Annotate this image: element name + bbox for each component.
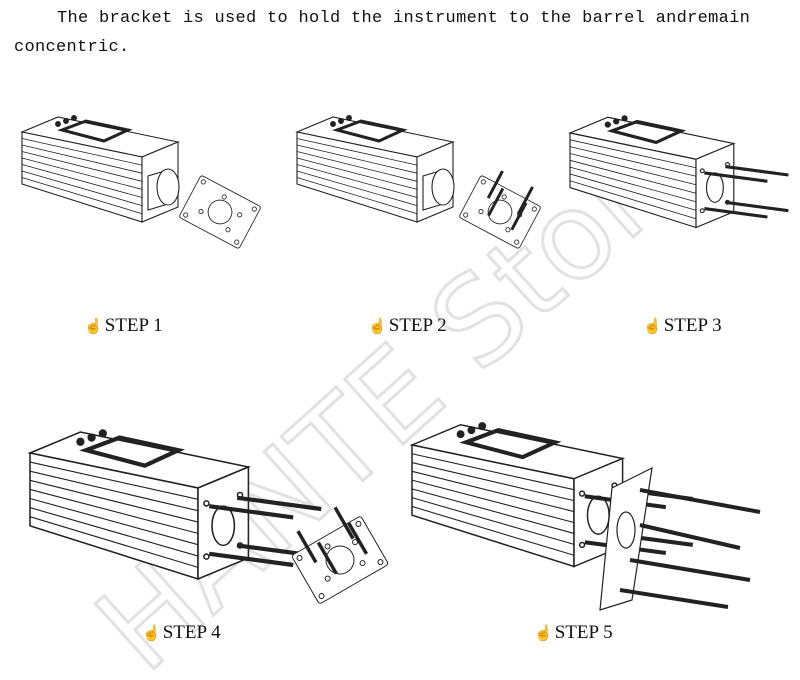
bracket-step-1 <box>179 175 261 249</box>
button-dot <box>467 426 476 435</box>
step-2-label: ☝STEP 2 <box>368 315 447 337</box>
bracket-step-4 <box>291 506 389 604</box>
rod <box>639 488 761 514</box>
rod <box>725 200 789 213</box>
button-dot <box>330 121 336 127</box>
button-dot <box>98 429 107 438</box>
button-dot <box>71 115 77 121</box>
button-dot <box>87 433 96 442</box>
lens <box>431 168 455 206</box>
rod <box>347 521 369 555</box>
button-dot <box>604 121 611 128</box>
step-label-text: STEP 4 <box>162 622 221 643</box>
rod <box>619 588 729 609</box>
rod <box>629 558 751 582</box>
button-dot <box>346 115 352 121</box>
button-dot <box>621 115 628 122</box>
button-dot <box>55 121 61 127</box>
device-step-1 <box>20 115 180 223</box>
step-label-text: STEP 3 <box>663 315 722 336</box>
pointing-hand-icon: ☝ <box>643 318 662 335</box>
device-step-5 <box>409 422 694 568</box>
step-5-label: ☝STEP 5 <box>534 622 613 644</box>
device-step-4 <box>27 429 322 581</box>
step-1-label: ☝STEP 1 <box>84 315 163 337</box>
rod <box>208 551 294 568</box>
button-dot <box>76 437 85 446</box>
step-label-text: STEP 1 <box>104 315 163 336</box>
device-step-3 <box>568 115 789 229</box>
pointing-hand-icon: ☝ <box>142 625 161 642</box>
pointing-hand-icon: ☝ <box>534 625 553 642</box>
rod <box>704 207 768 219</box>
intro-line-2: concentric. <box>14 38 130 57</box>
step-3-label: ☝STEP 3 <box>643 315 722 337</box>
step-label-text: STEP 2 <box>388 315 447 336</box>
step-label-text: STEP 5 <box>554 622 613 643</box>
pointing-hand-icon: ☝ <box>84 318 103 335</box>
rod <box>639 523 741 550</box>
rod <box>236 495 322 512</box>
rod <box>333 506 355 540</box>
button-dot <box>338 118 344 124</box>
device-step-2 <box>295 115 455 223</box>
rod <box>516 186 534 215</box>
intro-line-1: The bracket is used to hold the instrume… <box>57 9 751 28</box>
button-dot <box>456 430 465 439</box>
pointing-hand-icon: ☝ <box>368 318 387 335</box>
rod <box>296 530 318 564</box>
button-dot <box>478 422 487 431</box>
lens <box>156 168 180 206</box>
rod <box>486 170 504 199</box>
rod <box>208 504 294 520</box>
rod <box>725 165 789 177</box>
bracket-step-5 <box>599 466 761 611</box>
rod <box>316 541 338 575</box>
rod <box>510 202 528 231</box>
rod <box>487 187 505 217</box>
button-dot <box>613 118 620 125</box>
button-dot <box>63 118 69 124</box>
step-4-label: ☝STEP 4 <box>142 622 221 644</box>
bracket-step-2 <box>459 170 541 249</box>
rod <box>704 171 768 183</box>
intro-paragraph: The bracket is used to hold the instrume… <box>14 4 784 62</box>
